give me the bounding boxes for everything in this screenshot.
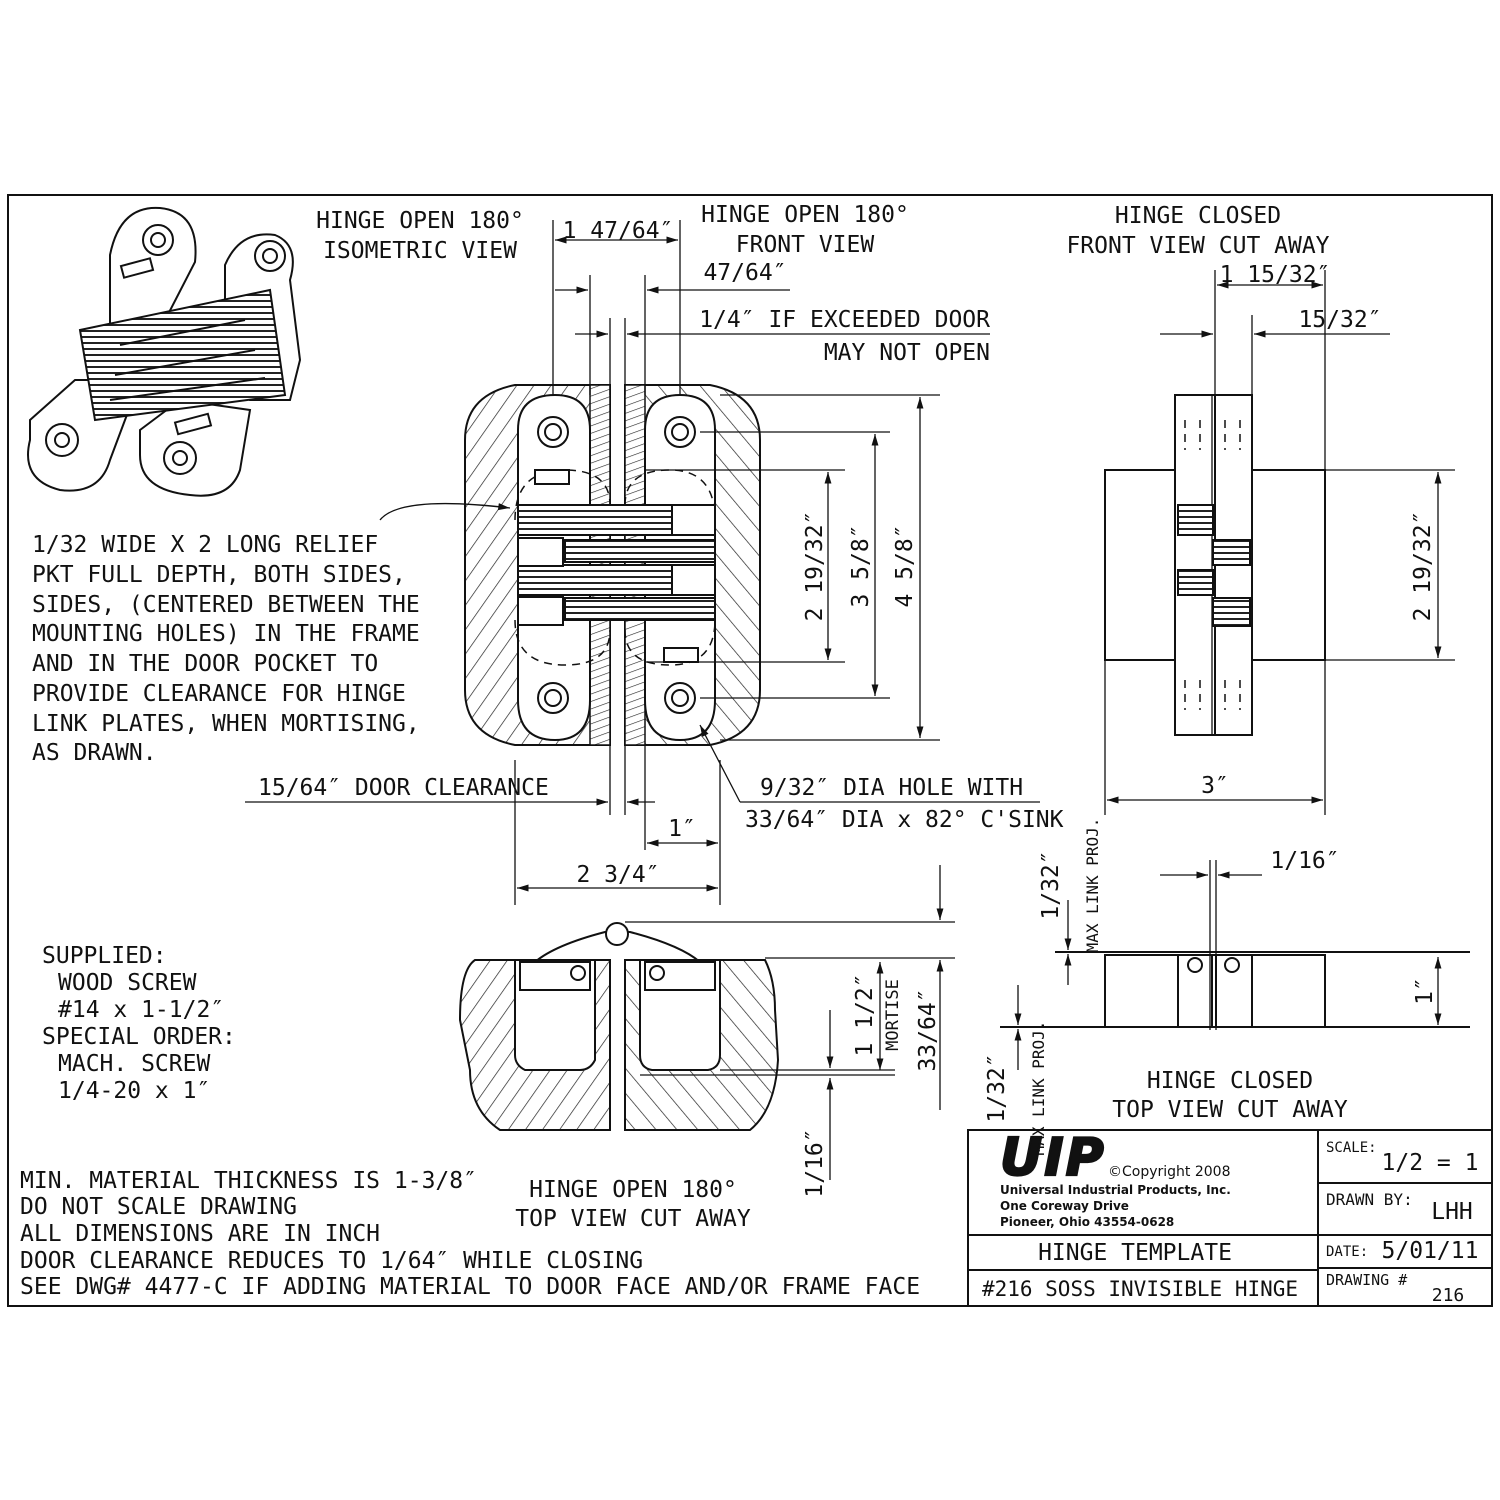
- svg-text:1/32 WIDE X 2 LONG RELIEF: 1/32 WIDE X 2 LONG RELIEF: [32, 532, 378, 558]
- relief-pocket-note: 1/32 WIDE X 2 LONG RELIEF PKT FULL DEPTH…: [32, 532, 420, 766]
- svg-text:#14 x 1-1/2″: #14 x 1-1/2″: [58, 997, 224, 1023]
- top-view-title: HINGE OPEN 180°: [529, 1177, 737, 1203]
- dim-15-32: 15/32″: [1298, 307, 1381, 333]
- scale-value: 1/2 = 1: [1382, 1150, 1479, 1176]
- copyright-text: ©Copyright 2008: [1108, 1164, 1231, 1180]
- drawing-title: HINGE TEMPLATE: [1038, 1240, 1232, 1266]
- drawn-by-value: LHH: [1431, 1199, 1473, 1225]
- drawing-subtitle: #216 SOSS INVISIBLE HINGE: [982, 1277, 1298, 1301]
- dim-47-64: 47/64″: [703, 260, 786, 286]
- svg-text:AS DRAWN.: AS DRAWN.: [32, 740, 157, 766]
- svg-text:AND IN THE DOOR POCKET TO: AND IN THE DOOR POCKET TO: [32, 651, 378, 677]
- supplied-screws-note: SUPPLIED: WOOD SCREW #14 x 1-1/2″ SPECIA…: [42, 943, 236, 1104]
- sheet-border: [7, 194, 1493, 1307]
- svg-text:SUPPLIED:: SUPPLIED:: [42, 943, 167, 969]
- dim-1-32-bottom: 1/32″: [984, 1053, 1010, 1122]
- svg-text:MACH. SCREW: MACH. SCREW: [58, 1051, 210, 1077]
- svg-text:MOUNTING HOLES) IN THE FRAME: MOUNTING HOLES) IN THE FRAME: [32, 621, 420, 647]
- closed-front-view-drawing: [1104, 394, 1326, 736]
- dim-3-inch: 3″: [1201, 773, 1229, 799]
- dim-1-32-top: 1/32″: [1038, 850, 1064, 919]
- drawing-number-label: DRAWING #: [1326, 1271, 1407, 1289]
- door-clearance-dim: 15/64″ DOOR CLEARANCE: [258, 775, 549, 801]
- max-link-proj-top: MAX LINK PROJ.: [1083, 818, 1102, 953]
- svg-text:MIN. MATERIAL THICKNESS IS 1-3: MIN. MATERIAL THICKNESS IS 1-3/8″: [20, 1168, 477, 1194]
- front-view-dimension-lines: [245, 220, 1040, 905]
- svg-text:PROVIDE CLEARANCE FOR HINGE: PROVIDE CLEARANCE FOR HINGE: [32, 681, 406, 707]
- closed-front-dimension-lines: [1104, 270, 1455, 815]
- drawing-number-value: 216: [1432, 1285, 1465, 1306]
- date-label: DATE:: [1326, 1244, 1368, 1260]
- title-block: [967, 1129, 1493, 1307]
- isometric-view-title: HINGE OPEN 180°: [316, 208, 524, 234]
- hole-note-line1: 9/32″ DIA HOLE WITH: [760, 775, 1023, 801]
- dim-2-3-4: 2 3/4″: [576, 862, 659, 888]
- dim-4-5-8: 4 5/8″: [892, 524, 918, 607]
- isometric-hinge-illustration: [27, 206, 302, 497]
- dim-33-64: 33/64″: [915, 988, 941, 1071]
- front-view-subtitle: FRONT VIEW: [736, 232, 875, 258]
- company-name: Universal Industrial Products, Inc.: [1000, 1183, 1231, 1197]
- svg-text:PKT FULL DEPTH, BOTH SIDES,: PKT FULL DEPTH, BOTH SIDES,: [32, 562, 406, 588]
- dim-1-47-64: 1 47/64″: [563, 218, 674, 244]
- dim-1-inch: 1″: [668, 816, 696, 842]
- uip-logo: UIP: [1000, 1128, 1106, 1188]
- quarter-inch-note-line1: 1/4″ IF EXCEEDED DOOR: [699, 307, 990, 333]
- svg-text:WOOD SCREW: WOOD SCREW: [58, 970, 197, 996]
- date-value: 5/01/11: [1382, 1238, 1479, 1264]
- hole-note-line2: 33/64″ DIA x 82° C'SINK: [745, 807, 1064, 833]
- dim-1-inch-closed: 1″: [1412, 977, 1438, 1005]
- company-city: Pioneer, Ohio 43554-0628: [1000, 1215, 1174, 1229]
- top-view-subtitle: TOP VIEW CUT AWAY: [515, 1206, 751, 1232]
- dim-closed-2-19-32: 2 19/32″: [1410, 511, 1436, 622]
- isometric-view-subtitle: ISOMETRIC VIEW: [323, 238, 517, 264]
- dim-2-19-32: 2 19/32″: [802, 511, 828, 622]
- svg-text:LINK PLATES, WHEN MORTISING,: LINK PLATES, WHEN MORTISING,: [32, 711, 420, 737]
- svg-text:SPECIAL ORDER:: SPECIAL ORDER:: [42, 1024, 236, 1050]
- dim-1-16: 1/16″: [1270, 848, 1339, 874]
- front-view-drawing: [464, 384, 761, 746]
- closed-top-view-drawing: [1000, 860, 1470, 1030]
- dim-1-1-2: 1 1/2″: [852, 973, 878, 1056]
- closed-front-view-title: HINGE CLOSED: [1115, 203, 1281, 229]
- open-top-view-drawing: [458, 922, 780, 1131]
- closed-top-view-subtitle: TOP VIEW CUT AWAY: [1112, 1097, 1348, 1123]
- svg-text:DOOR CLEARANCE REDUCES TO 1/64: DOOR CLEARANCE REDUCES TO 1/64″ WHILE CL…: [20, 1248, 643, 1274]
- dim-3-5-8: 3 5/8″: [848, 524, 874, 607]
- front-view-title: HINGE OPEN 180°: [701, 202, 909, 228]
- svg-text:SEE DWG# 4477-C IF ADDING MATE: SEE DWG# 4477-C IF ADDING MATERIAL TO DO…: [20, 1274, 920, 1300]
- mortise-label: MORTISE: [883, 979, 903, 1051]
- closed-top-view-title: HINGE CLOSED: [1147, 1068, 1313, 1094]
- scale-label: SCALE:: [1326, 1140, 1377, 1156]
- drawn-by-label: DRAWN BY:: [1326, 1190, 1413, 1209]
- general-notes: MIN. MATERIAL THICKNESS IS 1-3/8″ DO NOT…: [20, 1168, 920, 1300]
- closed-top-dimension-lines: [1014, 871, 1442, 1070]
- closed-front-view-subtitle: FRONT VIEW CUT AWAY: [1066, 233, 1329, 259]
- dim-1-15-32: 1 15/32″: [1220, 262, 1331, 288]
- max-link-proj-bottom: MAX LINK PROJ.: [1029, 1021, 1048, 1156]
- svg-text:SIDES, (CENTERED BETWEEN THE: SIDES, (CENTERED BETWEEN THE: [32, 592, 420, 618]
- company-street: One Coreway Drive: [1000, 1199, 1129, 1213]
- svg-text:ALL DIMENSIONS ARE IN INCH: ALL DIMENSIONS ARE IN INCH: [20, 1221, 380, 1247]
- svg-text:DO NOT SCALE DRAWING: DO NOT SCALE DRAWING: [20, 1194, 297, 1220]
- dim-1-16-top-view: 1/16″: [802, 1128, 828, 1197]
- svg-text:1/4-20 x 1″: 1/4-20 x 1″: [58, 1078, 210, 1104]
- open-top-dimension-lines: [625, 865, 955, 1180]
- quarter-inch-note-line2: MAY NOT OPEN: [824, 340, 990, 366]
